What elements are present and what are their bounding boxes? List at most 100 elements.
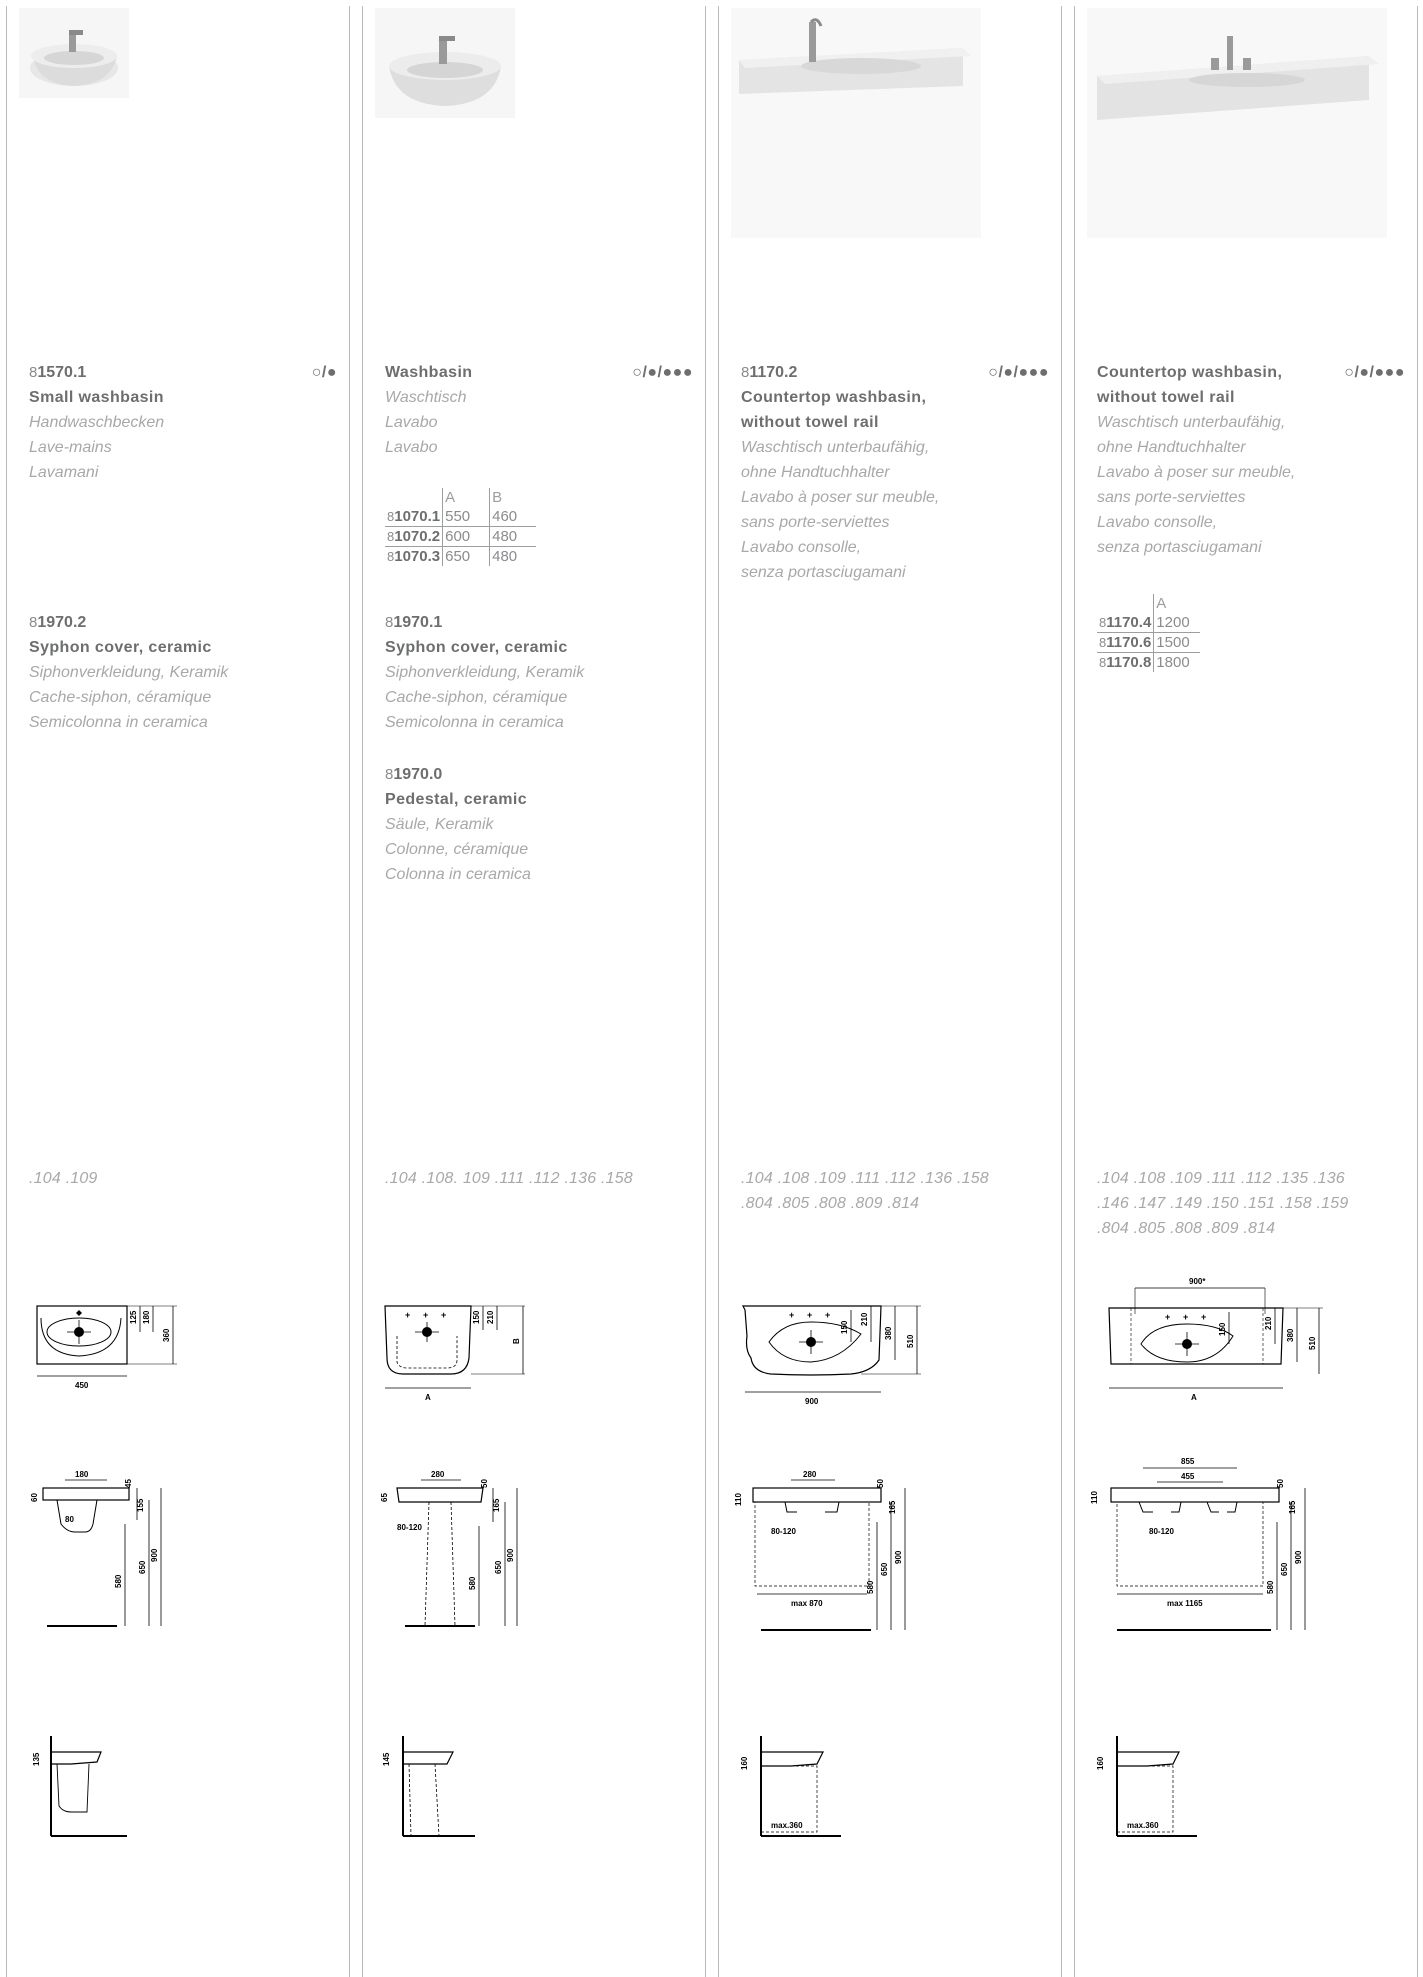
dimension-label: max.360	[1127, 1821, 1159, 1830]
dimension-label: 50	[1276, 1479, 1285, 1488]
dimension-label: 900	[150, 1548, 159, 1562]
dimension-label: A	[1191, 1393, 1197, 1402]
dimension-label: 900	[506, 1548, 515, 1562]
washbasin-photo	[375, 8, 515, 118]
plan-view-drawing: 900* +++ 150 210 380 510 A	[1108, 1277, 1323, 1402]
translation-fr: Lavabo	[385, 414, 438, 431]
accessory-code: 81970.0	[385, 766, 443, 783]
dimension-label: 380	[884, 1326, 893, 1340]
accessory-translation-fr: Colonne, céramique	[385, 841, 529, 858]
dimension-label: 210	[860, 1312, 869, 1326]
dimension-label: 380	[1286, 1328, 1295, 1342]
translation-it-2: senza portasciugamani	[1097, 539, 1262, 556]
dimension-label: 80-120	[397, 1523, 422, 1532]
dimension-label: 580	[468, 1576, 477, 1590]
dimension-label: 580	[114, 1574, 123, 1588]
dimension-label: 210	[1264, 1316, 1273, 1330]
side-view-drawing: 160 max.360	[740, 1736, 841, 1837]
dimension-label: 900	[805, 1397, 819, 1406]
product-column-2: Washbasin ○/●/●●● Waschtisch Lavabo Lava…	[362, 6, 706, 1977]
finish-marks: ○/●/●●●	[632, 364, 693, 381]
product-code: 81570.1	[29, 364, 87, 381]
dimension-label: 60	[30, 1493, 39, 1502]
translation-it: Lavamani	[29, 464, 99, 481]
dim-360: 360	[162, 1328, 171, 1342]
accessory-translation-it: Semicolonna in ceramica	[29, 714, 208, 731]
dimension-label: 150	[472, 1310, 481, 1324]
countertop-washbasin-photo	[731, 8, 981, 238]
dimension-label: 80-120	[1149, 1527, 1174, 1536]
svg-text:+: +	[1183, 1312, 1188, 1322]
dimension-label: 160	[740, 1756, 749, 1770]
translation-fr: Lave-mains	[29, 439, 112, 456]
dim-125: 125	[129, 1310, 138, 1324]
product-code: 81170.2	[741, 364, 798, 381]
dimension-label: 165	[1288, 1500, 1297, 1514]
accessory-translation-it: Colonna in ceramica	[385, 866, 531, 883]
variant-codes: .104 .108. 109 .111 .112 .136 .158	[385, 1170, 633, 1187]
front-view-drawing: 180 45 60 155 80 580 650 900	[30, 1470, 162, 1627]
translation-fr-2: sans porte-serviettes	[741, 514, 890, 531]
plan-view-drawing: 125 180 360 450	[36, 1305, 177, 1390]
svg-text:+: +	[825, 1310, 830, 1320]
dimension-label: 50	[480, 1479, 489, 1488]
accessory-translation-fr: Cache-siphon, céramique	[385, 689, 568, 706]
side-view-drawing: 135	[32, 1736, 127, 1837]
plan-view-drawing: +++ 150 210 380 510 900	[742, 1305, 921, 1406]
small-washbasin-photo	[19, 8, 129, 98]
product-title: Washbasin	[385, 364, 473, 381]
translation-it: Lavabo	[385, 439, 438, 456]
product-title: Small washbasin	[29, 389, 164, 406]
dimension-label: max 870	[791, 1599, 823, 1608]
svg-text:+: +	[1201, 1312, 1206, 1322]
accessory-translation-de: Säule, Keramik	[385, 816, 494, 833]
accessory-translation-it: Semicolonna in ceramica	[385, 714, 564, 731]
finish-marks: ○/●/●●●	[988, 364, 1049, 381]
dimension-label: 580	[1266, 1580, 1275, 1594]
variant-codes: .104 .109	[29, 1170, 98, 1187]
dimension-label: A	[425, 1393, 431, 1402]
finish-marks: ○/●/●●●	[1344, 364, 1405, 381]
dimension-label: 280	[803, 1470, 817, 1479]
dimension-label: B	[512, 1338, 521, 1344]
dimension-label: 45	[124, 1479, 133, 1488]
dimension-label: 455	[1181, 1472, 1195, 1481]
dimension-label: 650	[880, 1562, 889, 1576]
variant-codes: .104 .108 .109 .111 .112 .136 .158 .804 …	[741, 1170, 989, 1212]
translation-de: Waschtisch	[385, 389, 467, 406]
product-column-3: 81170.2 ○/●/●●● Countertop washbasin, wi…	[718, 6, 1062, 1977]
finish-marks: ○/●	[311, 364, 337, 381]
dimension-label: 580	[866, 1580, 875, 1594]
dimension-label: 650	[138, 1560, 147, 1574]
dimension-label: 900	[1294, 1550, 1303, 1564]
product-column-4: Countertop washbasin, ○/●/●●● without to…	[1074, 6, 1418, 1977]
dimension-label: 855	[1181, 1457, 1195, 1466]
accessory-translation-de: Siphonverkleidung, Keramik	[29, 664, 229, 681]
dimension-label: 155	[136, 1498, 145, 1512]
dimension-label: 510	[1308, 1336, 1317, 1350]
product-title: Countertop washbasin,	[1097, 364, 1283, 381]
accessory-title: Pedestal, ceramic	[385, 791, 527, 808]
front-view-drawing: 280 50 110 165 80-120 max 870 580 650 90…	[734, 1470, 906, 1631]
dimension-label: 80-120	[771, 1527, 796, 1536]
accessory-code: 81970.2	[29, 614, 87, 631]
dimension-label: 210	[486, 1310, 495, 1324]
dim-180: 180	[142, 1310, 151, 1324]
dimension-label: 900	[894, 1550, 903, 1564]
front-view-drawing: 855 455 110 50 165 80-120 max 1165 580 6…	[1090, 1457, 1306, 1631]
dimension-label: 110	[1090, 1491, 1099, 1504]
product-title: Countertop washbasin,	[741, 389, 927, 406]
translation-de: Handwaschbecken	[29, 414, 165, 431]
product-title-line-2: without towel rail	[1097, 389, 1235, 406]
dimension-label: 110	[734, 1493, 743, 1506]
dimension-label: 80	[65, 1515, 74, 1524]
accessory-title: Syphon cover, ceramic	[385, 639, 568, 656]
accessory-translation-de: Siphonverkleidung, Keramik	[385, 664, 585, 681]
